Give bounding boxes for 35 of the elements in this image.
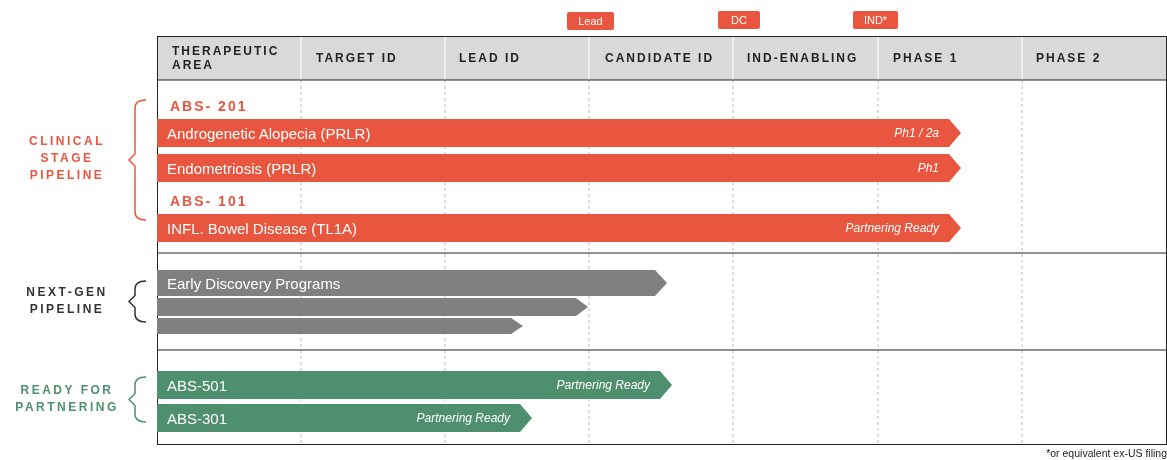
- column-header: IND-ENABLING: [747, 50, 860, 67]
- pipeline-bar: [157, 214, 961, 242]
- column-header: THERAPEUTIC AREA: [172, 43, 281, 74]
- pipeline-bar: [157, 119, 961, 147]
- stage-label: Partnering Ready: [416, 411, 510, 425]
- program-name: INFL. Bowel Disease (TL1A): [167, 219, 358, 237]
- program-name: Endometriosis (PRLR): [167, 159, 317, 177]
- milestone-tag: DC: [718, 11, 760, 29]
- program-code: ABS- 101: [170, 193, 249, 209]
- stage-label: Ph1: [917, 161, 939, 175]
- pipeline-bar: [157, 371, 672, 399]
- column-header: CANDIDATE ID: [605, 50, 716, 67]
- pipeline-bar: [157, 270, 667, 296]
- group-label: CLINICAL STAGE PIPELINE: [28, 133, 106, 184]
- program-name: Androgenetic Alopecia (PRLR): [167, 124, 371, 142]
- column-header: LEAD ID: [459, 50, 522, 67]
- pipeline-bar: [157, 318, 523, 334]
- footnote: *or equivalent ex-US filing: [1045, 447, 1167, 459]
- column-header: PHASE 2: [1036, 50, 1103, 67]
- pipeline-bar: [157, 298, 588, 316]
- stage-label: Partnering Ready: [556, 378, 650, 392]
- column-header: TARGET ID: [316, 50, 399, 67]
- program-name: Early Discovery Programs: [167, 274, 341, 292]
- column-header: PHASE 1: [893, 50, 960, 67]
- pipeline-bar: [157, 404, 532, 432]
- milestone-tag: Lead: [567, 12, 614, 30]
- stage-label: Partnering Ready: [845, 221, 939, 235]
- stage-label: Ph1 / 2a: [894, 126, 939, 140]
- program-name: ABS-501: [167, 376, 228, 394]
- group-label: READY FOR PARTNERING: [14, 382, 120, 416]
- milestone-tag: IND*: [853, 11, 898, 29]
- group-label: NEXT-GEN PIPELINE: [25, 284, 109, 318]
- program-name: ABS-301: [167, 409, 228, 427]
- program-code: ABS- 201: [170, 98, 249, 114]
- pipeline-bar: [157, 154, 961, 182]
